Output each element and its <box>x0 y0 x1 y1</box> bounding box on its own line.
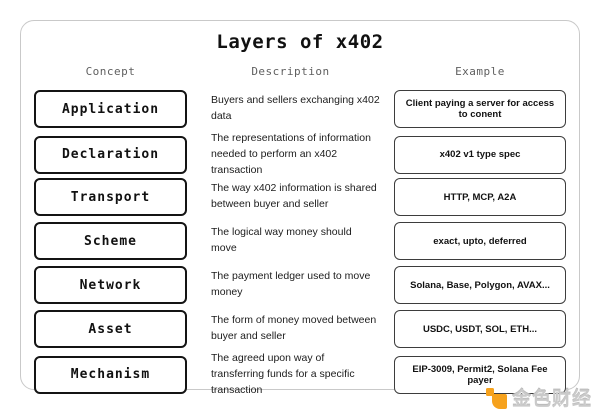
example-box: Client paying a server for access to con… <box>394 90 566 128</box>
layer-description: The representations of information neede… <box>211 132 371 176</box>
layer-description: The logical way money should move <box>211 226 352 254</box>
layer-description: The agreed upon way of transferring fund… <box>211 352 355 396</box>
layer-row-declaration: Declaration The representations of infor… <box>34 131 566 176</box>
column-header-description: Description <box>251 65 330 78</box>
concept-box: Network <box>34 266 187 304</box>
layer-description: The payment ledger used to move money <box>211 270 371 298</box>
concept-box: Scheme <box>34 222 187 260</box>
watermark-text: 金色财经 <box>511 389 592 410</box>
concept-box: Declaration <box>34 135 187 174</box>
layer-row-scheme: Scheme The logical way money should move… <box>34 219 566 263</box>
diagram-frame: Layers of x402 Concept Description Examp… <box>20 20 580 396</box>
example-box: Solana, Base, Polygon, AVAX... <box>394 266 566 304</box>
layer-row-network: Network The payment ledger used to move … <box>34 263 566 307</box>
layer-description: The way x402 information is shared betwe… <box>211 182 377 210</box>
jinse-finance-logo-icon <box>485 387 507 409</box>
example-box: EIP-3009, Permit2, Solana Fee payer <box>394 355 566 394</box>
layer-row-application: Application Buyers and sellers exchangin… <box>34 87 566 131</box>
example-box: x402 v1 type spec <box>394 135 566 174</box>
concept-box: Mechanism <box>34 355 187 394</box>
column-header-example: Example <box>455 65 505 78</box>
concept-box: Application <box>34 90 187 128</box>
layer-description: The form of money moved between buyer an… <box>211 314 377 342</box>
example-box: HTTP, MCP, A2A <box>394 178 566 216</box>
jinse-finance-watermark: 金色财经 <box>485 384 592 411</box>
concept-box: Transport <box>34 178 187 216</box>
layer-row-transport: Transport The way x402 information is sh… <box>34 175 566 219</box>
layer-description: Buyers and sellers exchanging x402 data <box>211 94 380 122</box>
example-box: exact, upto, deferred <box>394 222 566 260</box>
column-headers: Concept Description Example <box>34 65 566 83</box>
concept-box: Asset <box>34 310 187 348</box>
layer-rows: Application Buyers and sellers exchangin… <box>34 87 566 396</box>
example-box: USDC, USDT, SOL, ETH... <box>394 310 566 348</box>
layer-row-mechanism: Mechanism The agreed upon way of transfe… <box>34 351 566 396</box>
page-title: Layers of x402 <box>216 31 384 53</box>
column-header-concept: Concept <box>85 65 136 78</box>
layer-row-asset: Asset The form of money moved between bu… <box>34 307 566 351</box>
